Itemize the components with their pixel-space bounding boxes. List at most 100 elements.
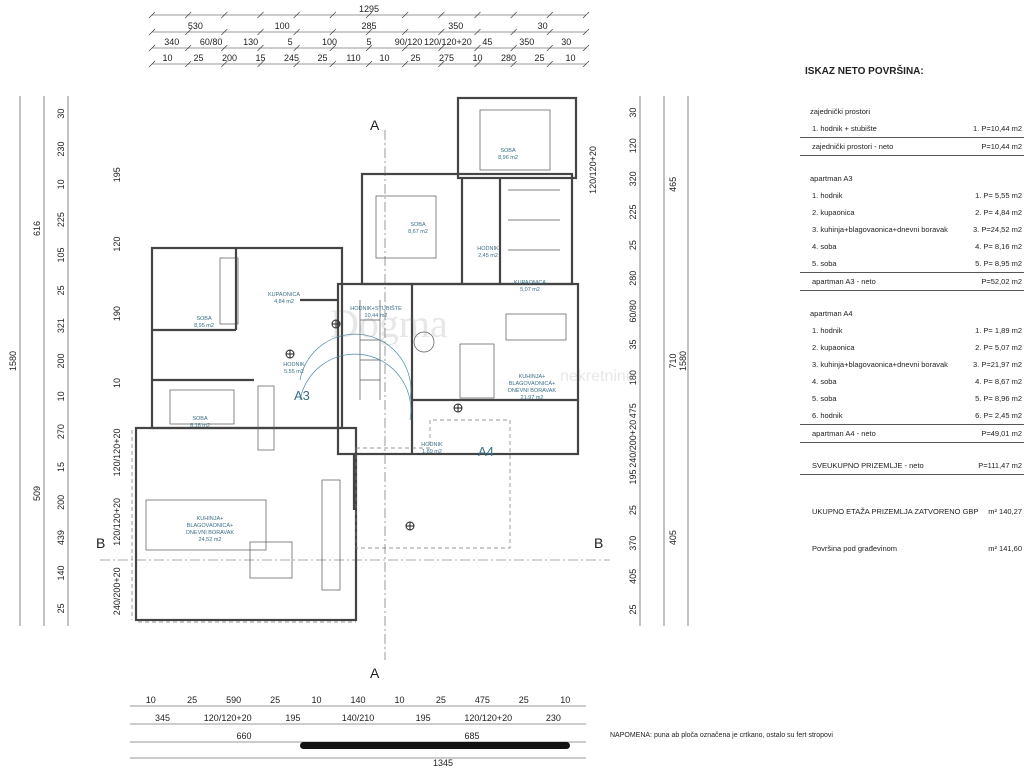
dimension-label: 25 — [270, 695, 280, 705]
dimension-label: 270 — [56, 424, 66, 439]
dimension-label: 110 — [346, 53, 360, 63]
dimension-label: 230 — [546, 713, 561, 723]
dimension-label: 200 — [56, 353, 66, 368]
watermark-sub: nekretnine — [560, 368, 635, 385]
footprint-name: Površina pod građevinom — [812, 544, 898, 553]
row-value: 1. P= 1,89 m2 — [975, 326, 1022, 335]
dimension-label: 15 — [56, 462, 66, 472]
dimension-label: 405 — [668, 530, 678, 545]
dimension-label: 10 — [565, 53, 575, 63]
dimension-label: 509 — [32, 486, 42, 501]
group-a3-label: apartman A3 — [810, 174, 853, 183]
dimension-label: 195 — [416, 713, 431, 723]
dimension-label: 280 — [501, 53, 516, 63]
dimension-label: 350 — [448, 21, 463, 31]
dimension-label: 100 — [322, 37, 337, 47]
dimension-label: 90/120 — [395, 37, 423, 47]
dimension-label: 120 — [628, 138, 638, 153]
total-value: P=111,47 m2 — [978, 461, 1022, 470]
dimension-label: 195 — [285, 713, 300, 723]
row-name: 1. hodnik — [812, 191, 843, 200]
watermark-logo: Dogma — [330, 301, 448, 346]
dimension-label: 120/120+20 — [204, 713, 252, 723]
dimension-label: 345 — [155, 713, 170, 723]
row-name: 2. kupaonica — [812, 208, 855, 217]
dimension-label: 616 — [32, 221, 42, 236]
dimension-label: 475 — [475, 695, 490, 705]
dimension-label: 10 — [379, 53, 389, 63]
table-row: 3. kuhinja+blagovaonica+dnevni boravak 3.… — [800, 356, 1024, 373]
sum-name: zajednički prostori - neto — [812, 142, 894, 151]
slab-outline — [131, 419, 511, 623]
row-value: 3. P=21,97 m2 — [973, 360, 1022, 369]
section-a-top-label: A — [370, 117, 380, 133]
dimension-label: 10 — [394, 695, 404, 705]
dimension-label: 130 — [243, 37, 258, 47]
row-name: 3. kuhinja+blagovaonica+dnevni boravak — [812, 360, 948, 369]
dimension-label: 10 — [56, 391, 66, 401]
dimension-label: 370 — [628, 536, 638, 551]
table-row: 2. kupaonica 2. P= 4,84 m2 — [800, 204, 1024, 221]
total-row: SVEUKUPNO PRIZEMLJE - neto P=111,47 m2 — [800, 457, 1024, 475]
dimension-label: 321 — [56, 318, 66, 333]
dimension-label: 465 — [668, 177, 678, 192]
dimension-label: 240/200+20 — [112, 567, 122, 615]
dimension-label: 1580 — [678, 351, 688, 371]
row-name: 6. hodnik — [812, 411, 843, 420]
dimension-label: 320 — [628, 171, 638, 186]
dimension-label: 10 — [146, 695, 156, 705]
dimension-label: 25 — [436, 695, 446, 705]
dimension-label: 140 — [56, 565, 66, 580]
total-name: SVEUKUPNO PRIZEMLJE - neto — [812, 461, 924, 470]
dimension-label: 60/80 — [628, 300, 638, 323]
slab-note: NAPOMENA: puna ab ploča označena je crtk… — [610, 732, 833, 739]
dimension-label: 25 — [628, 604, 638, 614]
dimension-label: 405 — [628, 569, 638, 584]
dimension-label: 180 — [628, 370, 638, 385]
side-dimension-lines — [19, 96, 689, 626]
dimension-label: 590 — [226, 695, 241, 705]
row-value: 1. P= 5,55 m2 — [975, 191, 1022, 200]
row-name: 4. soba — [812, 377, 837, 386]
dimension-label: 105 — [56, 247, 66, 262]
dimension-label: 240/200+20 — [628, 420, 638, 468]
dimension-label: 350 — [519, 37, 534, 47]
section-b-right-label: B — [594, 535, 603, 551]
sum-value: P=52,02 m2 — [981, 277, 1022, 286]
dimension-label: 30 — [628, 108, 638, 118]
dimension-label: 25 — [628, 240, 638, 250]
dimension-label: 45 — [482, 37, 492, 47]
row-name: 3. kuhinja+blagovaonica+dnevni boravak — [812, 225, 948, 234]
dimension-label: 25 — [56, 285, 66, 295]
dimension-label: 30 — [538, 21, 548, 31]
dimension-label: 10 — [56, 179, 66, 189]
dimension-label: 1295 — [359, 4, 379, 14]
row-value: 2. P= 4,84 m2 — [975, 208, 1022, 217]
dimension-label: 10 — [162, 53, 172, 63]
row-name: 5. soba — [812, 394, 837, 403]
dimension-label: 120/120+20 — [424, 37, 472, 47]
dimension-label: 120/120+20 — [464, 713, 512, 723]
dimension-label: 710 — [668, 353, 678, 368]
row-name: 2. kupaonica — [812, 343, 855, 352]
dimension-label: 475 — [628, 403, 638, 418]
apartment-a4-label: A4 — [478, 444, 494, 459]
dimension-label: 100 — [275, 21, 290, 31]
table-title: ISKAZ NETO POVRŠINA: — [805, 66, 924, 77]
dimension-label: 140 — [350, 695, 365, 705]
dimension-label: 25 — [56, 603, 66, 613]
